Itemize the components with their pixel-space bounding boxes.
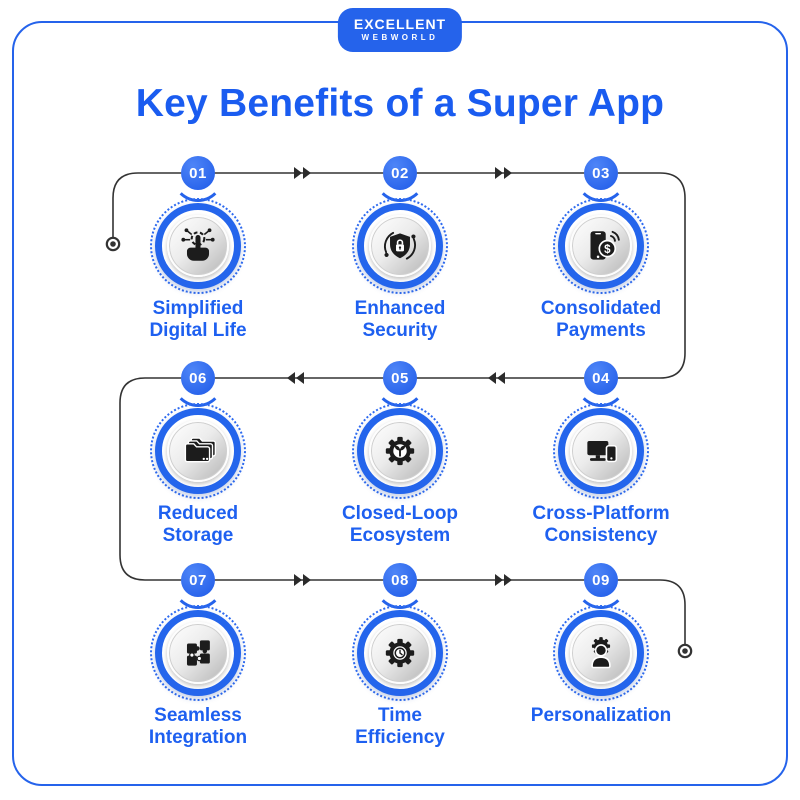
badge-arc	[575, 150, 627, 202]
step-number-badge: 06	[181, 361, 215, 395]
icon-disc	[167, 420, 229, 482]
icon-disc	[369, 215, 431, 277]
folders-icon	[184, 437, 217, 463]
step-number-badge: 07	[181, 563, 215, 597]
step-number-badge: 09	[584, 563, 618, 597]
step-number-badge: 08	[383, 563, 417, 597]
benefit-label: Closed-Loop Ecosystem	[341, 503, 459, 547]
gear-sprout-icon	[385, 436, 415, 466]
brand-logo: EXCELLENT WEBWORLD	[337, 8, 463, 52]
benefit-label: Cross-Platform Consistency	[532, 503, 670, 547]
mobile-payment-icon: $	[590, 230, 620, 260]
benefit-label: Reduced Storage	[157, 503, 239, 547]
gear-clock-icon	[385, 638, 415, 668]
benefit-circle	[343, 596, 457, 710]
step-number-badge: 04	[584, 361, 618, 395]
benefit-circle	[141, 596, 255, 710]
shield-lock-icon	[384, 231, 416, 260]
arrow-right-icon	[294, 574, 512, 586]
arrow-left-icon	[287, 372, 505, 384]
badge-arc	[374, 150, 426, 202]
devices-icon	[587, 441, 618, 463]
page-title: Key Benefits of a Super App	[135, 82, 665, 125]
benefit-label: Enhanced Security	[354, 298, 446, 342]
badge-arc	[172, 355, 224, 407]
flow-end-terminal-icon	[677, 643, 693, 659]
benefit-circle: $	[544, 189, 658, 303]
benefit-circle	[544, 596, 658, 710]
benefit-label: Consolidated Payments	[540, 298, 662, 342]
badge-arc	[172, 557, 224, 609]
icon-disc	[369, 622, 431, 684]
benefit-label: Seamless Integration	[148, 705, 248, 749]
step-number-badge: 05	[383, 361, 417, 395]
arrow-right-icon	[294, 167, 512, 179]
benefit-label: Simplified Digital Life	[149, 298, 247, 342]
benefit-circle	[141, 394, 255, 508]
benefit-label: Personalization	[530, 705, 672, 726]
brand-subname: WEBWORLD	[361, 33, 439, 43]
badge-arc	[172, 150, 224, 202]
step-number-badge: 02	[383, 156, 417, 190]
step-number-badge: 01	[181, 156, 215, 190]
icon-disc	[167, 215, 229, 277]
brand-name: EXCELLENT	[353, 16, 447, 32]
badge-arc	[575, 355, 627, 407]
badge-arc	[374, 557, 426, 609]
step-number-badge: 03	[584, 156, 618, 190]
puzzle-icon	[186, 640, 210, 666]
benefit-circle	[544, 394, 658, 508]
icon-disc	[167, 622, 229, 684]
benefit-circle	[141, 189, 255, 303]
icon-disc	[369, 420, 431, 482]
badge-arc	[374, 355, 426, 407]
icon-disc: $	[570, 215, 632, 277]
svg-text:$: $	[604, 244, 611, 256]
icon-disc	[570, 622, 632, 684]
person-gear-icon	[591, 637, 611, 669]
badge-arc	[575, 557, 627, 609]
flow-start-terminal-icon	[105, 236, 121, 252]
benefit-circle	[343, 394, 457, 508]
benefit-circle	[343, 189, 457, 303]
touch-network-icon	[181, 228, 215, 261]
icon-disc	[570, 420, 632, 482]
benefit-label: Time Efficiency	[355, 705, 445, 749]
